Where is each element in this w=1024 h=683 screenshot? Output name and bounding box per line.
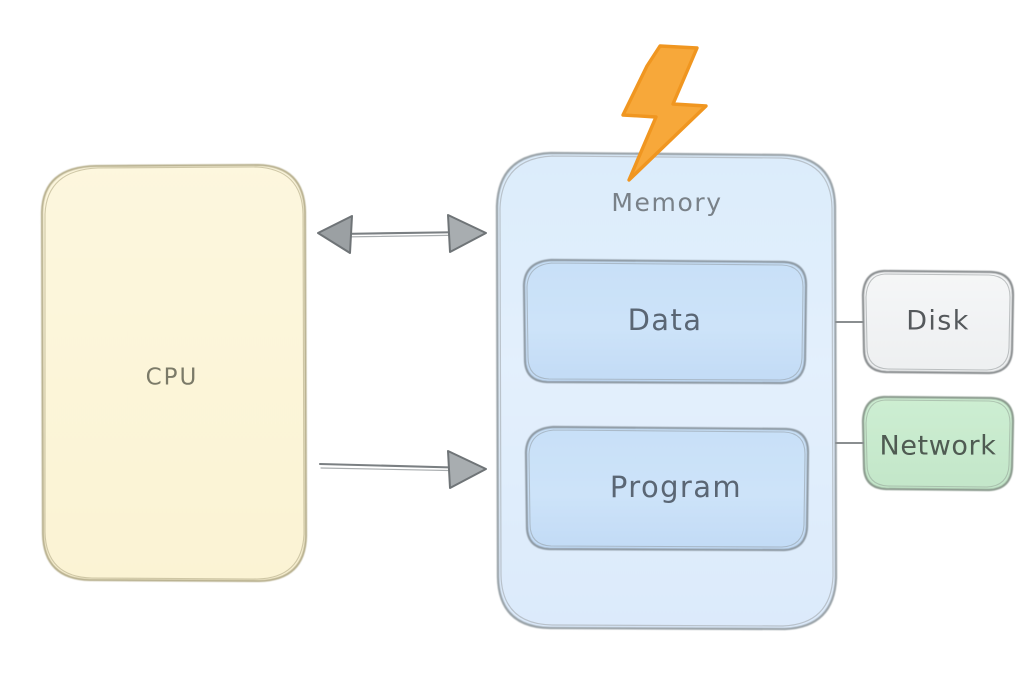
node-data[interactable]: Data <box>522 258 808 385</box>
disk-box-sketch-overlay <box>865 273 1011 371</box>
cpu-program-arrowhead <box>447 450 487 489</box>
disk-box-shape <box>861 269 1015 375</box>
connector-cpu-program <box>318 450 487 489</box>
network-box-sketch-overlay <box>865 399 1011 488</box>
lightning-bolt-icon <box>621 44 708 182</box>
cpu-memory-arrowhead-right <box>447 214 487 253</box>
node-program[interactable]: Program <box>524 425 810 552</box>
network-label: Network <box>880 431 997 462</box>
node-memory[interactable]: Memory <box>495 151 838 631</box>
network-box-shape <box>861 395 1015 492</box>
memory-label: Memory <box>611 188 722 217</box>
program-label: Program <box>610 470 742 504</box>
cpu-program-line <box>318 462 474 470</box>
cpu-box-shape <box>40 163 308 583</box>
data-label: Data <box>628 303 703 337</box>
connector-cpu-memory <box>317 214 487 254</box>
data-box-shape <box>522 258 808 385</box>
cpu-program-line-sketch <box>320 467 474 472</box>
node-cpu[interactable]: CPU <box>40 163 308 583</box>
cpu-box-sketch-overlay <box>44 166 305 580</box>
program-box-shape <box>524 425 810 552</box>
node-network[interactable]: Network <box>861 395 1015 492</box>
disk-label: Disk <box>906 306 970 337</box>
node-disk[interactable]: Disk <box>861 269 1015 375</box>
cpu-label: CPU <box>146 365 199 391</box>
program-box-sketch-overlay <box>528 429 806 548</box>
data-box-sketch-overlay <box>526 262 804 381</box>
memory-box-sketch-overlay <box>499 155 834 627</box>
cpu-memory-arrowhead-left <box>317 215 353 254</box>
memory-box-shape <box>495 151 838 631</box>
